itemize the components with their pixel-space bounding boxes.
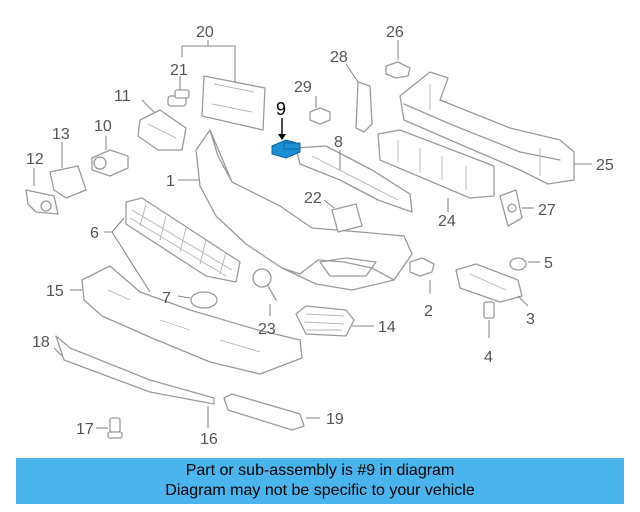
callout-11: 11 <box>114 88 131 105</box>
part-23-ring <box>252 268 277 316</box>
callout-28: 28 <box>330 49 348 66</box>
callout-6: 6 <box>90 225 99 242</box>
part-11-bracket <box>137 99 187 151</box>
part-20-license-bracket <box>181 40 266 131</box>
part-28-bracket <box>345 63 373 133</box>
part-19-fog-trim <box>223 393 320 431</box>
part-1-bumper-cover <box>178 129 413 291</box>
callout-14: 14 <box>378 319 396 336</box>
callout-23: 23 <box>258 321 276 338</box>
part-4-bolt <box>483 301 495 338</box>
callout-2: 2 <box>424 303 433 320</box>
part-12-sensor-holder <box>25 168 59 215</box>
callout-29: 29 <box>294 79 312 96</box>
part-17-clip <box>96 417 123 439</box>
part-2-bolt <box>409 257 435 294</box>
callout-13: 13 <box>52 126 70 143</box>
part-6-grille <box>104 197 241 293</box>
part-13-holder <box>49 142 87 199</box>
part-21-clip <box>167 76 190 107</box>
callout-17: 17 <box>76 421 94 438</box>
part-5-clip <box>509 257 540 271</box>
part-7-emblem <box>177 291 218 309</box>
banner-line-2: Diagram may not be specific to your vehi… <box>165 482 475 499</box>
part-29-bolt <box>309 96 331 125</box>
part-25-reinforcement <box>399 71 592 185</box>
callout-21: 21 <box>170 62 188 79</box>
parts-diagram: 20 21 11 10 13 12 1 6 7 15 18 17 16 19 2… <box>25 24 614 448</box>
callout-26: 26 <box>386 24 404 41</box>
callout-10: 10 <box>94 118 112 135</box>
part-9-bolt <box>271 118 301 159</box>
callout-12: 12 <box>26 151 44 168</box>
callout-25: 25 <box>596 157 614 174</box>
callout-3: 3 <box>526 311 535 328</box>
part-3-guide <box>455 263 529 307</box>
part-14-fog-grille <box>295 305 374 337</box>
callout-4: 4 <box>484 349 493 366</box>
callout-9-highlighted: 9 <box>276 99 286 119</box>
callout-1: 1 <box>166 173 175 190</box>
callout-7: 7 <box>162 290 171 307</box>
part-22-tow-cap <box>323 199 363 233</box>
callout-18: 18 <box>32 334 50 351</box>
part-24-absorber <box>377 129 495 212</box>
callout-19: 19 <box>326 411 344 428</box>
info-banner: Part or sub-assembly is #9 in diagram Di… <box>16 458 624 504</box>
part-15-lower-support <box>70 265 303 375</box>
callout-24: 24 <box>438 213 456 230</box>
callout-8: 8 <box>334 134 343 151</box>
part-10-sensor <box>91 136 129 177</box>
part-8-upper-bracket <box>295 145 413 213</box>
part-27-bracket <box>499 189 534 227</box>
callout-22: 22 <box>304 190 322 207</box>
callout-16: 16 <box>200 431 218 448</box>
callout-27: 27 <box>538 202 556 219</box>
callout-20: 20 <box>196 24 214 41</box>
callout-5: 5 <box>544 255 553 272</box>
part-26-bolt <box>385 40 411 79</box>
part-18-spoiler <box>53 335 215 428</box>
callout-15: 15 <box>46 283 64 300</box>
banner-line-1: Part or sub-assembly is #9 in diagram <box>185 462 455 479</box>
